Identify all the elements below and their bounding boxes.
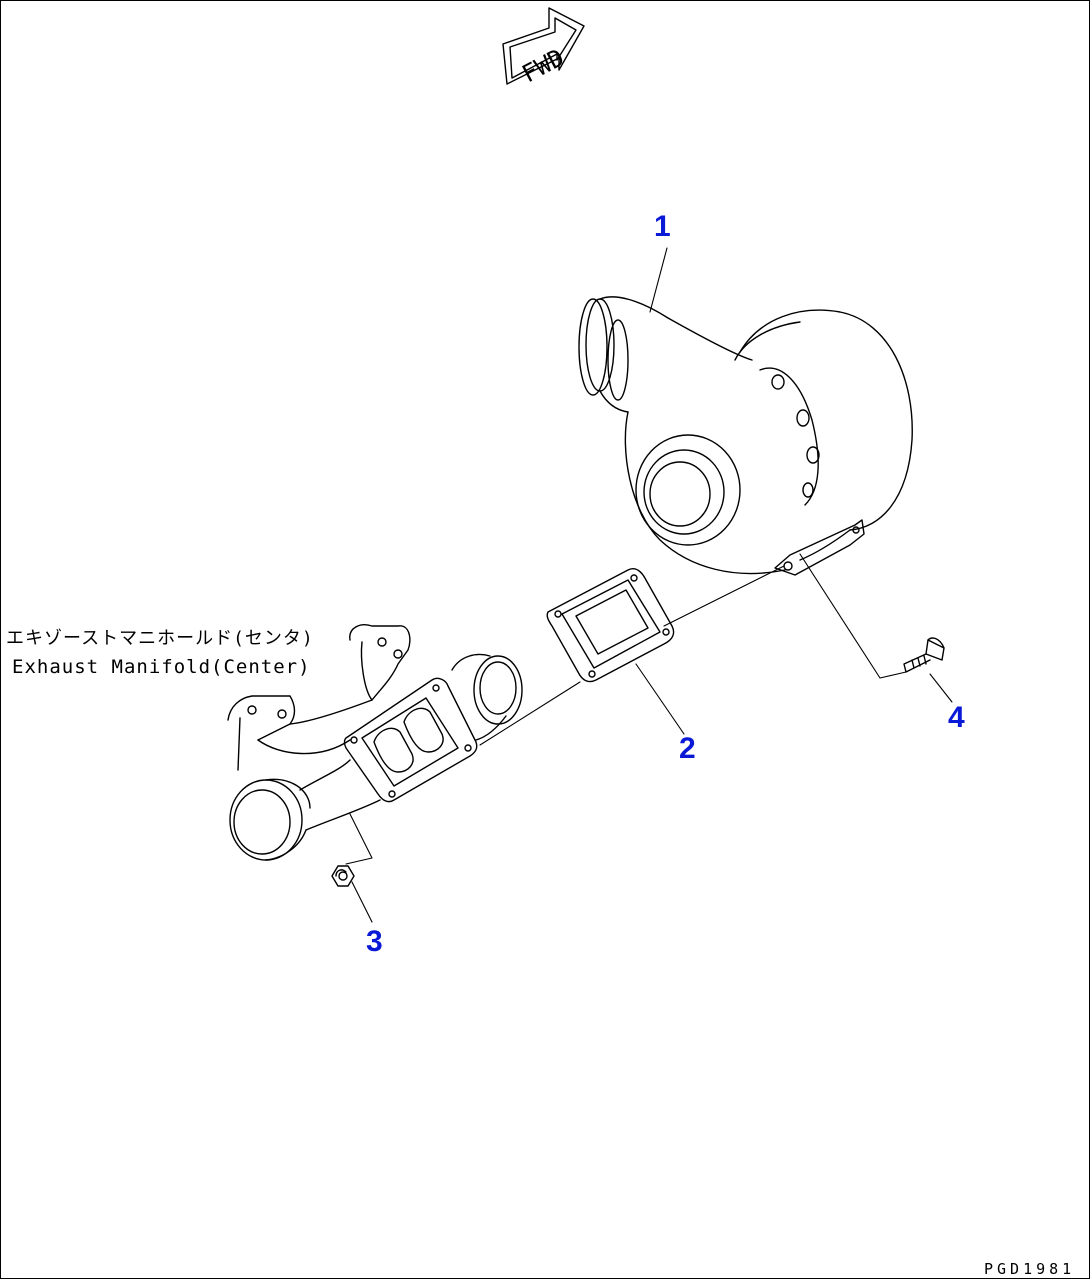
- callout-4: 4: [948, 701, 965, 734]
- leader-line-3: [345, 813, 373, 865]
- fwd-label: FWD: [517, 43, 568, 88]
- manifold-note-japanese: エキゾーストマニホールド(センタ): [6, 628, 314, 649]
- exhaust-manifold-drawing: [227, 624, 523, 861]
- leader-line-3b: [351, 881, 373, 923]
- callout-3: 3: [366, 925, 383, 958]
- assembly-lines: [479, 565, 785, 746]
- leader-line-2: [635, 663, 685, 735]
- callout-1: 1: [654, 210, 671, 243]
- nut-drawing: [331, 865, 355, 887]
- leader-line-4: [799, 553, 907, 679]
- gasket-drawing: [546, 568, 675, 683]
- forward-arrow-icon: FWD: [502, 7, 585, 88]
- leader-lines: [345, 247, 953, 923]
- leader-line-4b: [929, 673, 953, 703]
- manifold-note-english: Exhaust Manifold(Center): [12, 656, 311, 678]
- leader-line-1: [649, 247, 668, 313]
- turbocharger-drawing: [578, 296, 913, 576]
- drawing-code: PGD1981: [984, 1260, 1076, 1278]
- bolt-drawing: [903, 637, 945, 673]
- callout-2: 2: [679, 732, 696, 765]
